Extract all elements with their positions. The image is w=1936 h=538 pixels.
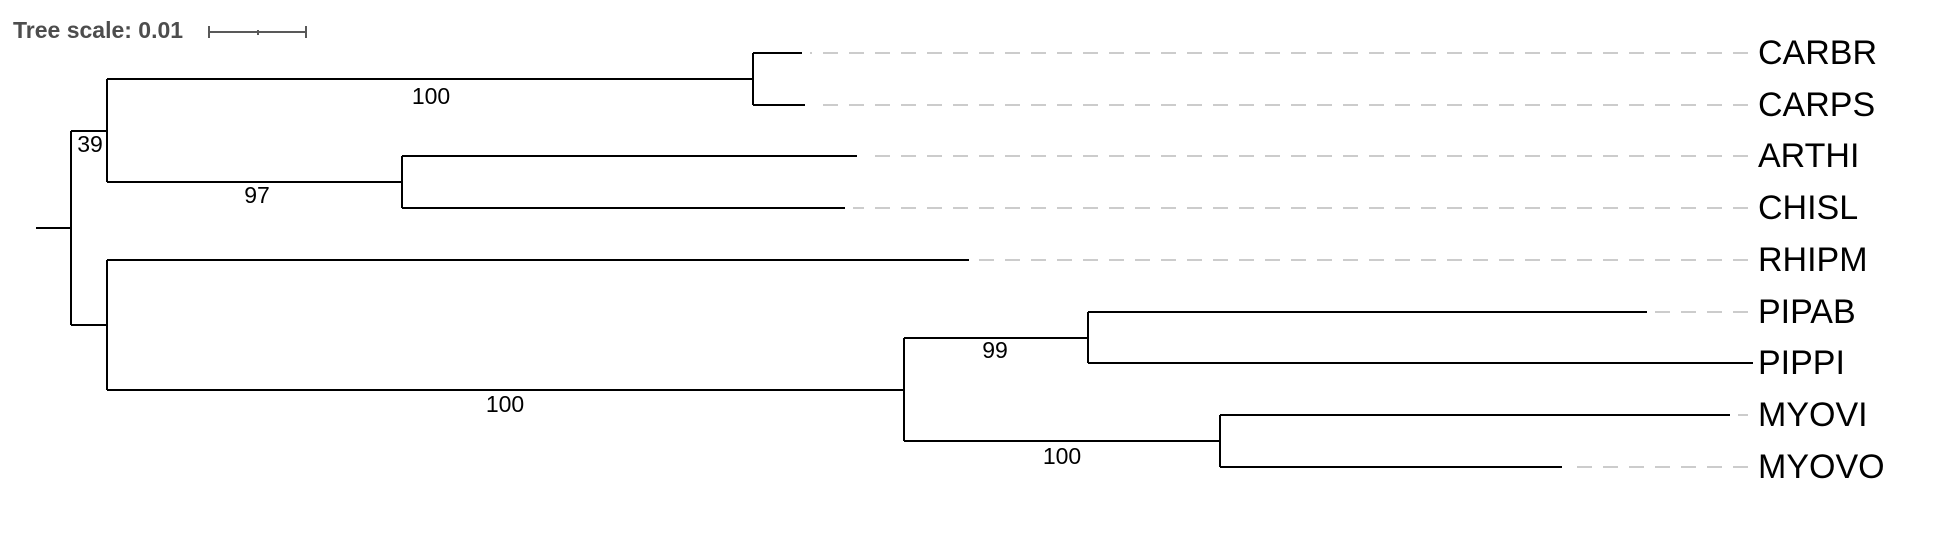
support-value: 100 <box>1043 443 1081 469</box>
taxon-label-myovi[interactable]: MYOVI <box>1758 396 1868 434</box>
taxon-label-carps[interactable]: CARPS <box>1758 86 1875 124</box>
taxon-label-arthi[interactable]: ARTHI <box>1758 137 1859 175</box>
taxon-label-myovo[interactable]: MYOVO <box>1758 448 1885 486</box>
taxon-label-pipab[interactable]: PIPAB <box>1758 293 1856 331</box>
support-value: 100 <box>486 391 524 417</box>
support-value: 39 <box>77 131 103 157</box>
support-value: 99 <box>982 337 1008 363</box>
taxon-label-rhipm[interactable]: RHIPM <box>1758 241 1868 279</box>
taxon-label-carbr[interactable]: CARBR <box>1758 34 1877 72</box>
taxon-label-chisl[interactable]: CHISL <box>1758 189 1858 227</box>
support-value: 97 <box>244 182 270 208</box>
tree-scale-label: Tree scale: 0.01 <box>13 17 183 43</box>
support-value: 100 <box>412 83 450 109</box>
taxon-label-pippi[interactable]: PIPPI <box>1758 344 1845 382</box>
